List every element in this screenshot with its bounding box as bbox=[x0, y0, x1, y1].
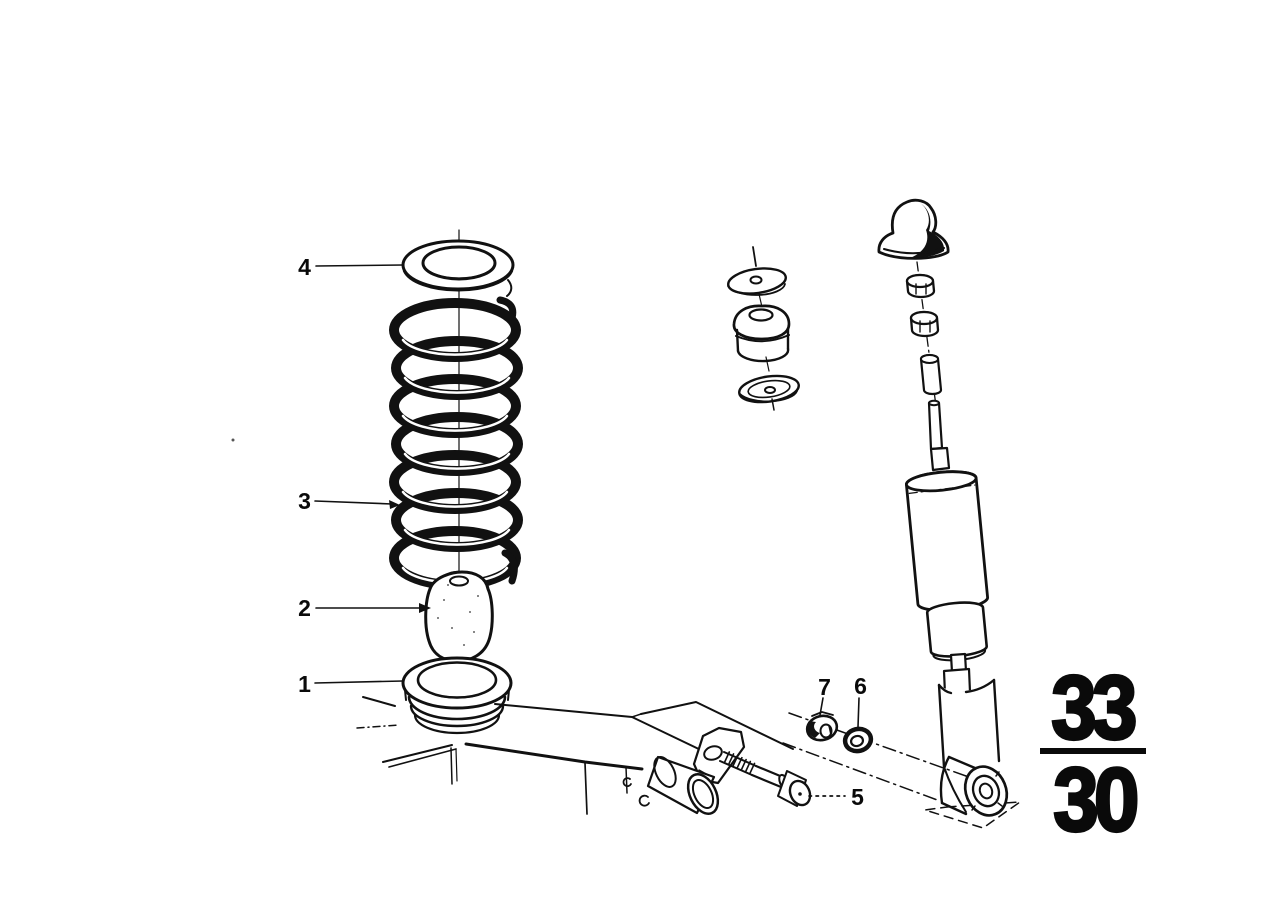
axle-structure-sketch bbox=[356, 696, 794, 815]
callout-2-label: 2 bbox=[298, 595, 311, 621]
shock-dust-cap bbox=[877, 198, 950, 260]
callout-5-label: 5 bbox=[851, 784, 864, 810]
shock-piston-rod bbox=[927, 399, 951, 472]
coil-spring bbox=[389, 296, 523, 590]
callout-4-label: 4 bbox=[298, 254, 311, 280]
shock-body bbox=[904, 470, 989, 662]
scan-speck bbox=[231, 438, 235, 442]
lower-spring-seat bbox=[401, 656, 513, 735]
shock-spacer-sleeve bbox=[919, 353, 943, 396]
shock-mount-nuts bbox=[905, 273, 940, 338]
nut bbox=[805, 711, 839, 742]
callout-7-label: 7 bbox=[818, 674, 831, 700]
section-code-top: 33 bbox=[1050, 657, 1139, 759]
shock-eye bbox=[939, 755, 1009, 817]
upper-mount-stack bbox=[727, 246, 800, 411]
section-code-fraction-line bbox=[1040, 748, 1146, 754]
callout-6-label: 6 bbox=[854, 673, 867, 699]
callout-leader-lines bbox=[314, 264, 860, 797]
washer bbox=[842, 726, 874, 754]
bump-stop bbox=[424, 570, 494, 663]
section-code-bottom: 30 bbox=[1052, 749, 1141, 851]
callout-1-label: 1 bbox=[298, 671, 311, 697]
shock-lower-mount bbox=[937, 652, 1001, 813]
upper-spring-pad bbox=[401, 239, 515, 297]
bushing-sleeve bbox=[646, 755, 720, 815]
callout-3-label: 3 bbox=[298, 488, 311, 514]
bolt bbox=[719, 751, 812, 807]
